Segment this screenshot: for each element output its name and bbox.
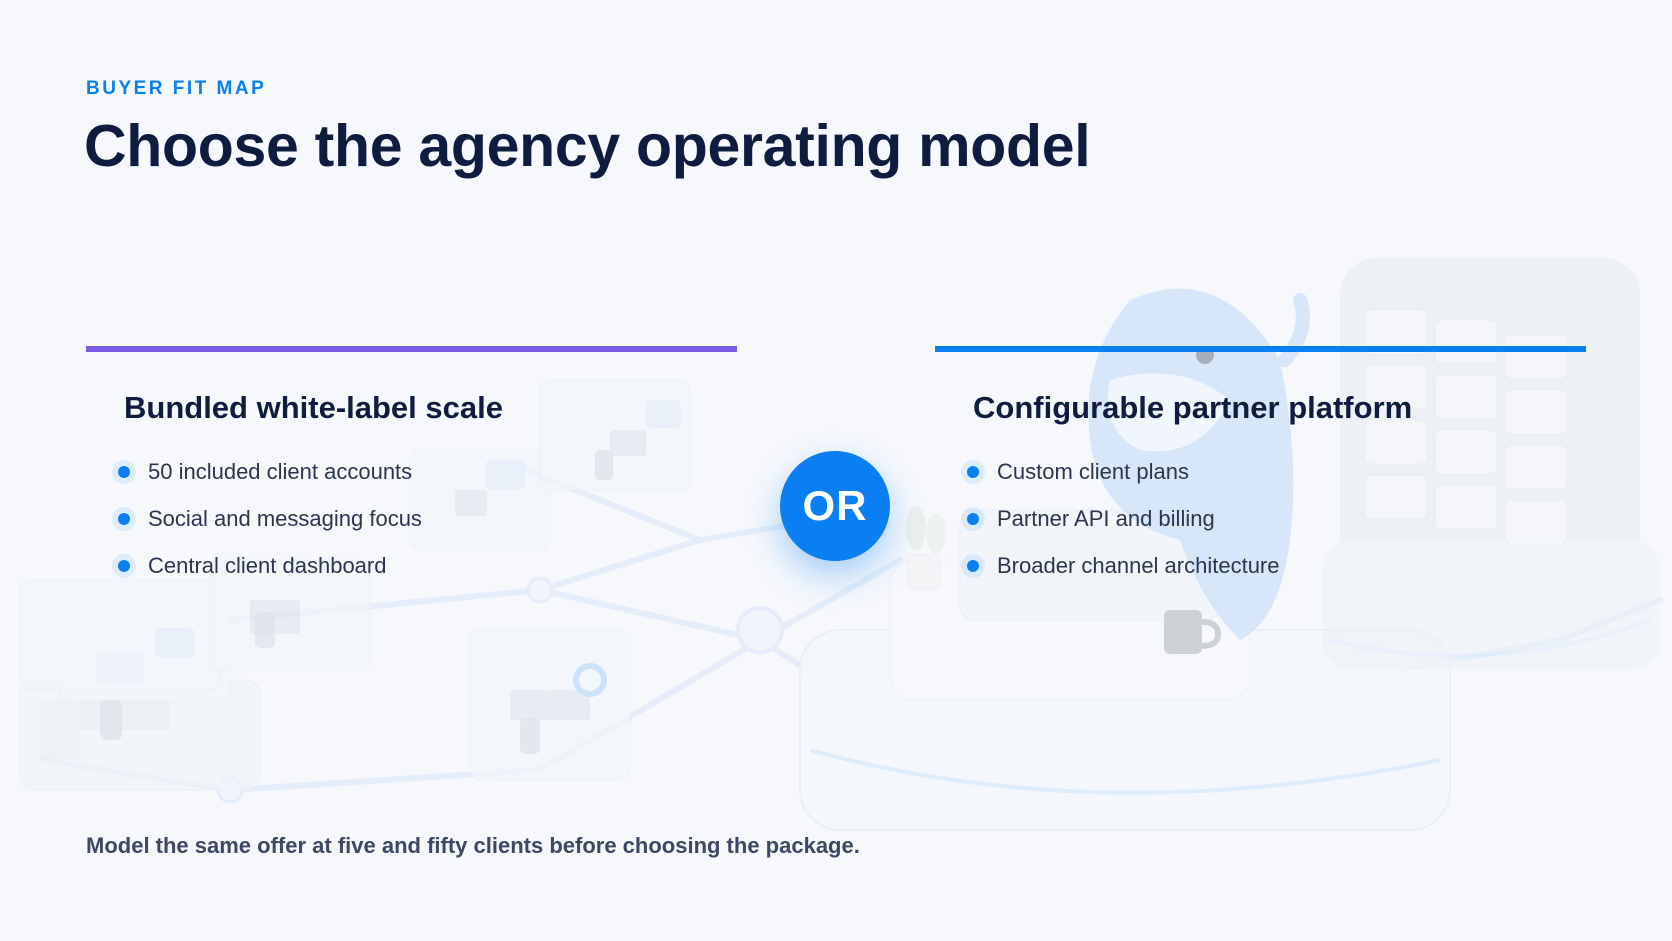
option-card-configurable: Configurable partner platform Custom cli… xyxy=(935,346,1586,589)
bullet-dot-icon xyxy=(967,465,979,478)
bullet-text: Social and messaging focus xyxy=(148,505,422,531)
coffee-mug-icon xyxy=(1164,610,1222,654)
plant-icon xyxy=(906,506,946,590)
footnote: Model the same offer at five and fifty c… xyxy=(86,833,860,858)
monitor-icon xyxy=(19,379,691,781)
bullet-dot-icon xyxy=(118,465,130,478)
client-card-icon xyxy=(1364,309,1568,545)
network-node-icon xyxy=(736,606,784,654)
bullet-dot-icon xyxy=(967,512,979,525)
list-item: Broader channel architecture xyxy=(967,542,1586,589)
list-item: Social and messaging focus xyxy=(118,495,737,542)
option-title: Bundled white-label scale xyxy=(124,390,503,425)
bullet-text: Partner API and billing xyxy=(997,505,1215,531)
bullet-dot-icon xyxy=(967,559,979,572)
option-title: Configurable partner platform xyxy=(973,390,1413,425)
bullet-text: Broader channel architecture xyxy=(997,552,1280,578)
list-item: 50 included client accounts xyxy=(118,448,737,495)
bullet-text: Custom client plans xyxy=(997,458,1189,484)
page-title: Choose the agency operating model xyxy=(84,113,1091,179)
option-accent-rule xyxy=(935,346,1586,352)
bullet-dot-icon xyxy=(118,559,130,572)
list-item: Partner API and billing xyxy=(967,495,1586,542)
option-bullet-list: Custom client plans Partner API and bill… xyxy=(967,448,1586,589)
option-bullet-list: 50 included client accounts Social and m… xyxy=(118,448,737,589)
bullet-text: 50 included client accounts xyxy=(148,458,413,484)
list-item: Custom client plans xyxy=(967,448,1586,495)
dolphin-mascot-icon xyxy=(1088,288,1310,640)
or-divider-badge: OR xyxy=(780,451,890,561)
eyebrow-label: BUYER FIT MAP xyxy=(86,78,267,99)
bullet-text: Central client dashboard xyxy=(148,552,387,578)
list-item: Central client dashboard xyxy=(118,542,737,589)
platform-base xyxy=(799,509,1451,831)
bullet-dot-icon xyxy=(118,512,130,525)
option-accent-rule xyxy=(86,346,737,352)
option-card-bundled: Bundled white-label scale 50 included cl… xyxy=(86,346,737,589)
chair-icon xyxy=(100,450,613,754)
